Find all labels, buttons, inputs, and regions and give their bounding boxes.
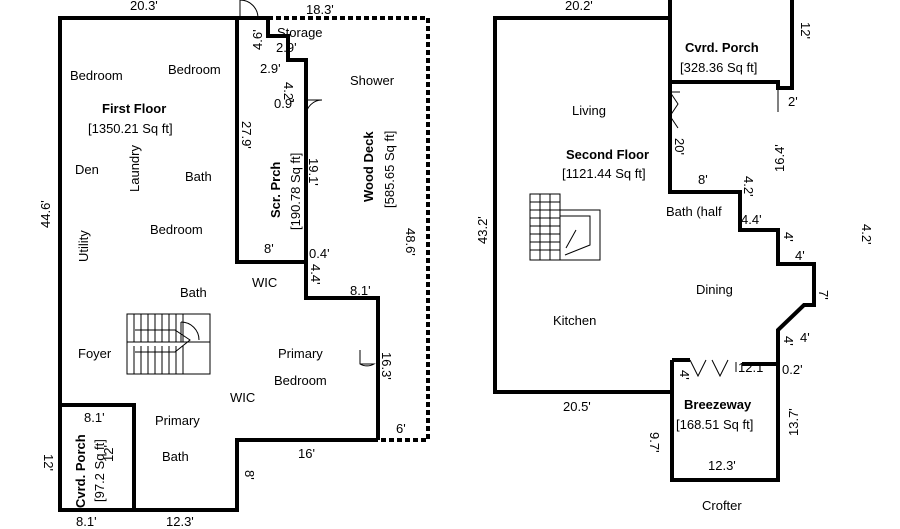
dim-sf-13-7: 13.7': [786, 408, 801, 436]
dim-sf-16-4: 16.4': [772, 144, 787, 172]
dim-sf-43-2: 43.2': [475, 216, 490, 244]
dim-ff-left: 44.6': [38, 200, 53, 228]
dim-storage-side: 4.6': [250, 29, 265, 50]
room-storage: Storage: [277, 25, 323, 40]
first-floor-area: [1350.21 Sq ft]: [88, 121, 173, 136]
dim-12a: 12': [41, 454, 56, 471]
dim-sf-20: 20': [672, 138, 687, 155]
dim-0-4: 0.4': [309, 246, 330, 261]
dim-48-6: 48.6': [403, 228, 418, 256]
dim-sf-2: 2': [788, 94, 798, 109]
covered-porch-1-area: [97.2 Sq ft]: [92, 439, 107, 502]
room-primary-bedroom-1: Primary: [278, 346, 323, 361]
dim-16-3: 16.3': [379, 352, 394, 380]
second-floor-walls: [493, 0, 816, 482]
room-dining: Dining: [696, 282, 733, 297]
room-laundry: Laundry: [127, 145, 142, 192]
second-floor-doors: [669, 91, 737, 378]
covered-porch-1-title: Cvrd. Porch: [73, 434, 88, 508]
first-floor-title: First Floor: [102, 101, 166, 116]
second-floor-stairs: [529, 193, 601, 261]
dim-sf-8: 8': [698, 172, 708, 187]
dim-16: 16': [298, 446, 315, 461]
screen-porch-area: [190.78 Sq ft]: [288, 153, 303, 230]
dim-6: 6': [396, 421, 406, 436]
room-shower: Shower: [350, 73, 395, 88]
plan-caption: Crofter: [702, 498, 742, 513]
room-bath-b: Bath: [180, 285, 207, 300]
dim-ff-top-left: 20.3': [130, 0, 158, 13]
screen-porch-title: Scr. Prch: [268, 162, 283, 218]
dim-sf-4a: 4': [781, 232, 796, 242]
first-floor-stairs: [126, 313, 211, 375]
dim-sf-4c: 4': [800, 330, 810, 345]
room-living: Living: [572, 103, 606, 118]
room-kitchen: Kitchen: [553, 313, 596, 328]
dim-8: 8': [264, 241, 274, 256]
wood-deck-area: [585.65 Sq ft]: [382, 131, 397, 208]
dim-12-3: 12.3': [166, 514, 194, 529]
covered-porch-2-title: Cvrd. Porch: [685, 40, 759, 55]
room-den: Den: [75, 162, 99, 177]
dim-sf-12-1: 12.1': [738, 360, 766, 375]
dim-8-1: 8.1': [350, 283, 371, 298]
dim-19-1: 19.1': [306, 158, 321, 186]
dim-sf-4b: 4': [795, 248, 805, 263]
dim-27-9: 27.9': [239, 121, 254, 149]
room-bedroom-a: Bedroom: [70, 68, 123, 83]
dim-sf-12-3: 12.3': [708, 458, 736, 473]
room-wic-b: WIC: [230, 390, 255, 405]
wood-deck-title: Wood Deck: [361, 131, 376, 202]
room-primary-bath-1: Primary: [155, 413, 200, 428]
room-bath-half: Bath (half: [666, 204, 722, 219]
room-bedroom-c: Bedroom: [150, 222, 203, 237]
dim-sf-4-2b: 4.2': [859, 224, 874, 245]
breezeway-title: Breezeway: [684, 397, 752, 412]
dim-4-4: 4.4': [308, 264, 323, 285]
dim-sf-4d: 4': [781, 336, 796, 346]
room-utility: Utility: [76, 230, 91, 262]
dim-sf-20-5: 20.5': [563, 399, 591, 414]
first-floor-walls: [58, 16, 380, 512]
dim-sf-4e: 4': [677, 370, 692, 380]
breezeway-area: [168.51 Sq ft]: [676, 417, 753, 432]
dim-sf-0-2: 0.2': [782, 362, 803, 377]
dim-8-1c: 8.1': [84, 410, 105, 425]
room-primary-bath-2: Bath: [162, 449, 189, 464]
dim-sf-9-7: 9.7': [647, 432, 662, 453]
second-floor-title: Second Floor: [566, 147, 649, 162]
dim-sf-7: 7': [816, 290, 831, 300]
wood-deck-outline: [268, 16, 430, 442]
second-floor-area: [1121.44 Sq ft]: [562, 166, 646, 181]
dim-sf-4-2: 4.2': [741, 176, 756, 197]
dim-sf-porch-right: 12': [798, 22, 813, 39]
dim-storage-2-9a: 2.9': [276, 40, 297, 55]
dim-8b: 8': [242, 470, 257, 480]
covered-porch-2-area: [328.36 Sq ft]: [680, 60, 757, 75]
dim-sf-top: 20.2': [565, 0, 593, 13]
room-wic-a: WIC: [252, 275, 277, 290]
dim-8-1b: 8.1': [76, 514, 97, 529]
room-primary-bedroom-2: Bedroom: [274, 373, 327, 388]
room-bedroom-b: Bedroom: [168, 62, 221, 77]
dim-ff-top-right: 18.3': [306, 2, 334, 17]
dim-storage-2-9b: 2.9': [260, 61, 281, 76]
dim-0-9: 0.9': [274, 96, 295, 111]
dim-storage-4-2: 4.2': [281, 82, 296, 103]
room-bath-a: Bath: [185, 169, 212, 184]
dim-12b: 12': [101, 445, 116, 462]
dim-sf-4-4: 4.4': [741, 212, 762, 227]
room-foyer: Foyer: [78, 346, 112, 361]
